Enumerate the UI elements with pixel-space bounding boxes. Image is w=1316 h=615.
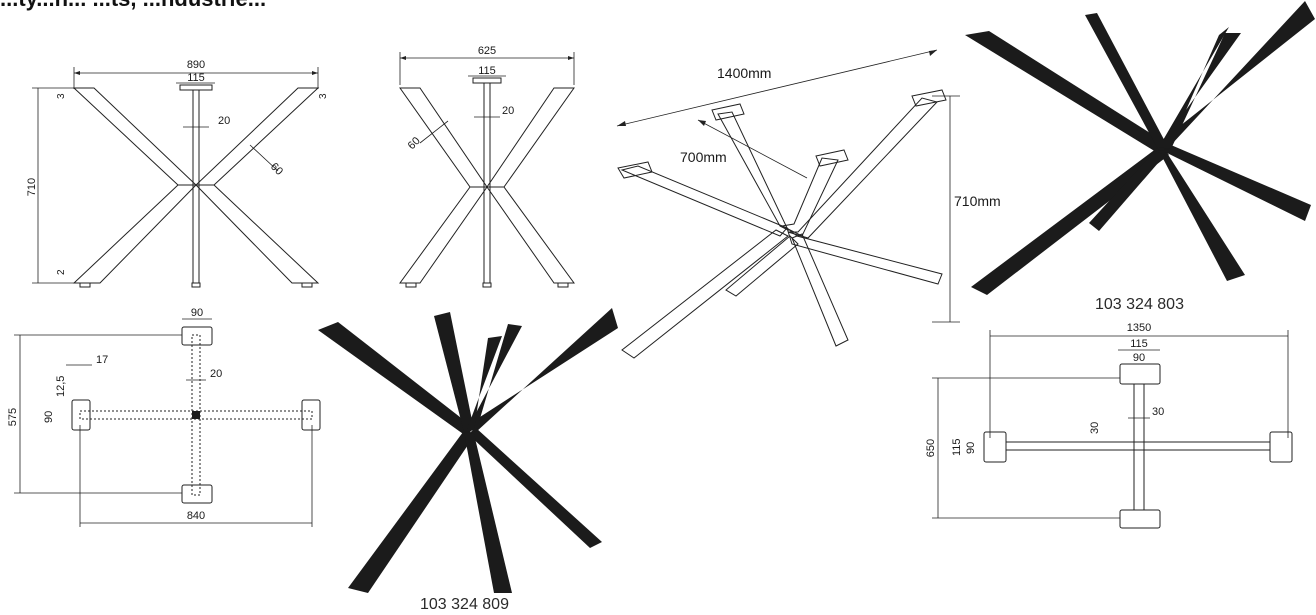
side-tube-label: 20 [502,105,514,117]
plan-view-small: 575 840 90 20 17 12,5 90 [0,305,325,530]
iso-short-length-label: 700mm [680,149,727,165]
iso-height-label: 710mm [954,193,1001,209]
small-span-label: 840 [187,510,205,522]
front-height-label: 710 [26,178,38,196]
small-depth-label: 575 [7,408,19,426]
isometric-view-drawing: 1400mm 700mm 710mm [612,40,1001,365]
product-image-803 [965,1,1315,295]
small-offset-label: 12,5 [55,376,67,397]
header-text: ...ty...n... ...ts, ...ndustrie... [0,0,266,12]
small-tube-label: 20 [210,368,222,380]
side-width-label: 625 [478,45,496,57]
large-plate-side-inner-label: 90 [965,442,977,454]
large-plate-inner-label: 90 [1133,352,1145,364]
product-code-803: 103 324 803 [1095,296,1184,313]
side-plate-label: 115 [478,65,496,77]
large-tube-side-label: 30 [1089,422,1101,434]
iso-length-label: 1400mm [717,65,771,81]
front-leg-label: 60 [268,161,285,178]
front-foot-label: 2 [56,269,67,275]
large-tube-label: 30 [1152,406,1164,418]
large-depth-label: 650 [925,439,937,457]
small-plate-side-label: 90 [43,411,55,423]
front-plate-label: 115 [187,72,205,84]
product-code-809: 103 324 809 [420,596,509,613]
small-hole-label: 17 [96,354,108,366]
side-view-drawing: 625 115 20 60 [390,45,590,300]
small-plate-label: 90 [191,307,203,319]
front-top-cap-label: 3 [56,93,67,99]
large-width-label: 1350 [1127,322,1151,334]
front-view-drawing: 890 115 20 60 710 3 3 2 [20,55,350,300]
side-leg-label: 60 [406,135,423,152]
front-top-cap-right-label: 3 [318,93,329,99]
plan-view-large: 1350 115 90 30 30 650 115 90 [920,318,1305,529]
front-tube-label: 20 [218,115,230,127]
large-plate-side-outer-label: 115 [951,438,963,456]
front-width-label: 890 [187,59,205,71]
large-plate-label: 115 [1130,338,1148,350]
product-image-809 [318,308,618,593]
